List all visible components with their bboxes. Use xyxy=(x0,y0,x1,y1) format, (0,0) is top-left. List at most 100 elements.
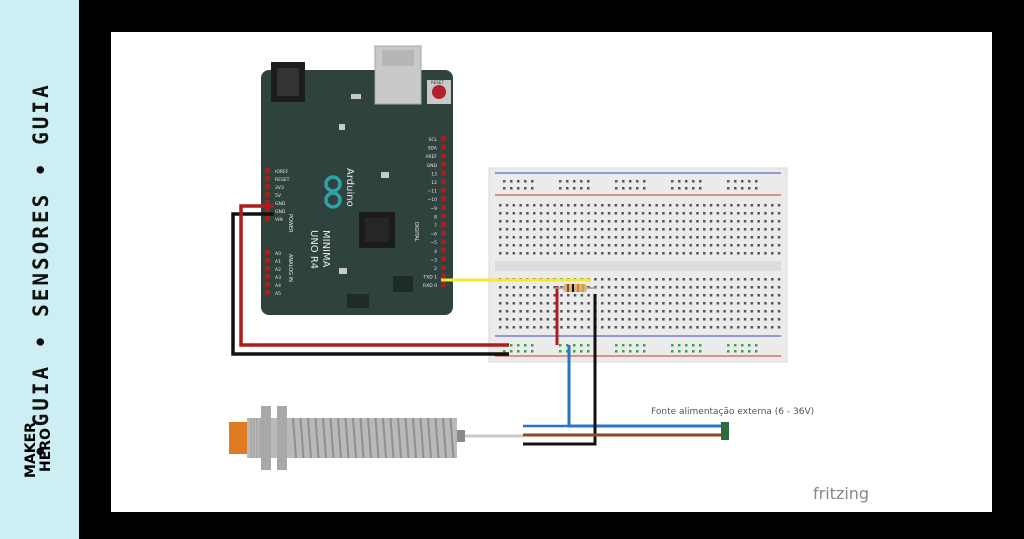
breadboard-hole xyxy=(635,326,638,329)
pin-label: A3 xyxy=(275,275,281,281)
breadboard-hole xyxy=(699,180,702,183)
breadboard-hole xyxy=(499,302,502,305)
breadboard-hole xyxy=(771,326,774,329)
breadboard-hole xyxy=(526,310,529,313)
breadboard-hole xyxy=(601,228,604,231)
breadboard-hole xyxy=(655,310,658,313)
breadboard-hole xyxy=(689,318,692,321)
breadboard-hole xyxy=(621,278,624,281)
breadboard-hole xyxy=(716,220,720,223)
breadboard-hole xyxy=(546,220,550,223)
breadboard-hole xyxy=(573,187,576,190)
breadboard-hole xyxy=(567,228,570,231)
breadboard-hole-active xyxy=(734,344,737,347)
breadboard-hole xyxy=(743,236,747,239)
breadboard-hole xyxy=(499,204,502,207)
breadboard-hole xyxy=(628,204,631,207)
breadboard-hole xyxy=(512,252,516,255)
breadboard-hole xyxy=(682,204,686,207)
breadboard-hole xyxy=(601,244,604,247)
breadboard-hole xyxy=(716,310,720,313)
breadboard-hole xyxy=(533,310,536,313)
breadboard-hole xyxy=(512,310,516,313)
breadboard-hole xyxy=(622,180,625,183)
wire-5v-red xyxy=(239,204,509,347)
breadboard-hole xyxy=(675,236,679,239)
wires xyxy=(231,204,721,446)
breadboard-hole xyxy=(505,236,509,239)
breadboard-hole-active xyxy=(692,344,695,347)
analog-label-group: ANALOG IN xyxy=(287,254,293,282)
breadboard-hole xyxy=(553,220,556,223)
breadboard-hole xyxy=(614,310,618,313)
pin-label: A2 xyxy=(275,267,281,273)
thread-line xyxy=(434,417,440,459)
breadboard-hole-active xyxy=(622,344,625,347)
breadboard-hole xyxy=(703,252,706,255)
breadboard-hole xyxy=(655,236,658,239)
breadboard-hole xyxy=(607,326,611,329)
breadboard-hole xyxy=(635,220,638,223)
header-pin xyxy=(265,192,270,197)
breadboard-hole xyxy=(716,318,720,321)
breadboard-hole xyxy=(730,294,733,297)
breadboard-hole xyxy=(730,204,733,207)
breadboard-hole xyxy=(709,278,713,281)
breadboard-hole-active xyxy=(748,344,751,347)
breadboard-hole xyxy=(635,236,638,239)
breadboard-hole xyxy=(669,302,672,305)
breadboard-hole xyxy=(648,302,652,305)
icsp-header xyxy=(347,294,369,308)
breadboard-hole xyxy=(503,180,506,183)
thread-line xyxy=(367,417,372,459)
breadboard-hole xyxy=(641,326,645,329)
breadboard-hole xyxy=(648,220,652,223)
breadboard-hole xyxy=(580,310,584,313)
breadboard-hole xyxy=(757,236,760,239)
arduino-board: RESET Arduino UNO R4 MINIMA POWER xyxy=(261,45,453,315)
breadboard-hole xyxy=(635,294,638,297)
breadboard-hole xyxy=(703,228,706,231)
breadboard-hole xyxy=(573,302,577,305)
breadboard-hole xyxy=(601,278,604,281)
breadboard-hole xyxy=(526,220,529,223)
sidebar: • GUIA • SENSORES • GUIA MAKER HERO xyxy=(0,0,79,539)
breadboard-hole xyxy=(709,310,713,313)
breadboard-hole xyxy=(689,220,692,223)
breadboard-hole xyxy=(662,204,665,207)
breadboard-hole xyxy=(689,302,692,305)
breadboard-hole xyxy=(764,212,767,215)
breadboard-hole xyxy=(675,204,679,207)
pin-label: 3V3 xyxy=(275,185,284,191)
breadboard-hole xyxy=(580,244,584,247)
breadboard-hole xyxy=(755,187,758,190)
thread-line xyxy=(322,417,327,459)
breadboard-hole xyxy=(580,204,584,207)
breadboard-hole-active xyxy=(636,350,639,353)
breadboard-hole xyxy=(703,318,706,321)
breadboard-hole xyxy=(587,236,590,239)
breadboard-hole-active xyxy=(531,350,534,353)
breadboard-hole-active xyxy=(629,344,632,347)
breadboard-hole xyxy=(709,244,713,247)
breadboard-hole xyxy=(601,302,604,305)
breadboard-hole xyxy=(621,252,624,255)
sensor-nut-1 xyxy=(261,406,271,470)
thread-line xyxy=(449,417,455,459)
breadboard-hole xyxy=(573,318,577,321)
breadboard-hole-active xyxy=(531,344,534,347)
header-pin xyxy=(265,266,270,271)
breadboard-hole xyxy=(682,326,686,329)
pin-label: 8 xyxy=(434,214,437,220)
breadboard-hole xyxy=(533,318,536,321)
breadboard-hole xyxy=(614,212,618,215)
breadboard-hole xyxy=(567,236,570,239)
smd-component-4 xyxy=(339,268,347,274)
breadboard-hole xyxy=(755,180,758,183)
breadboard-hole xyxy=(716,326,720,329)
breadboard-hole xyxy=(727,180,730,183)
breadboard-hole xyxy=(573,244,577,247)
breadboard-hole xyxy=(662,326,665,329)
breadboard-hole xyxy=(531,187,534,190)
breadboard-hole-active xyxy=(622,350,625,353)
